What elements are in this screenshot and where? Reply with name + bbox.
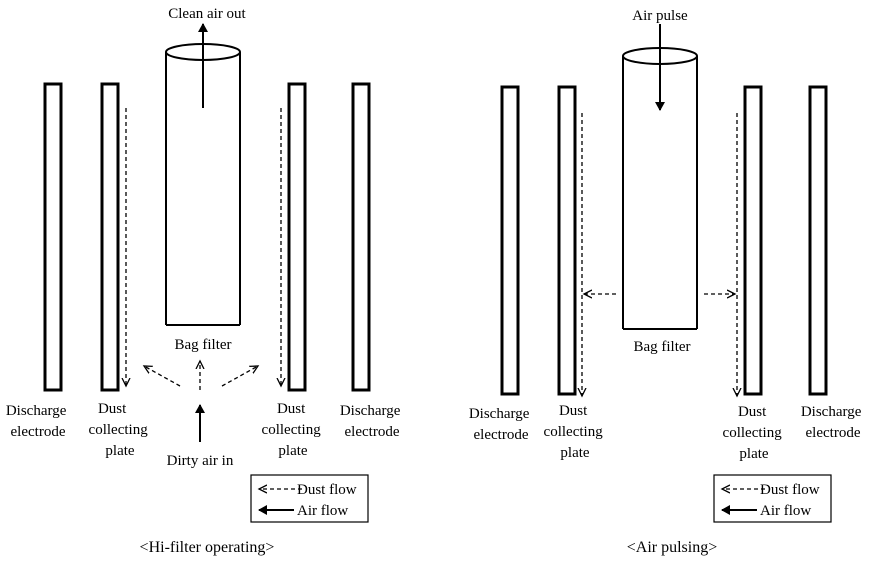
- right-dust-collecting-plate-2: [743, 85, 763, 396]
- left-discharge-electrode-1-label: Discharge electrode: [6, 403, 70, 440]
- left-legend-air-flow: Air flow: [297, 503, 348, 519]
- left-top-label: Clean air out: [168, 6, 246, 22]
- right-discharge-electrode-1: [500, 85, 520, 396]
- left-discharge-electrode-2: [351, 82, 371, 392]
- right-discharge-electrode-2: [808, 85, 828, 396]
- right-legend: Dust flow Air flow: [713, 474, 832, 523]
- left-caption: <Hi-filter operating>: [140, 539, 275, 556]
- right-legend-dust-flow: Dust flow: [760, 482, 820, 498]
- right-bag-filter-label: Bag filter: [633, 339, 690, 355]
- left-discharge-electrode-1: [43, 82, 63, 392]
- left-dirty-air-label: Dirty air in: [167, 453, 234, 469]
- left-panel-hi-filter-operating: Clean air out Bag filter Dirty air in Di…: [6, 6, 404, 556]
- right-top-label: Air pulse: [632, 8, 688, 24]
- left-discharge-electrode-2-label: Discharge electrode: [340, 403, 404, 440]
- right-panel-air-pulsing: Air pulse Bag filter Discharge electrode…: [469, 8, 865, 556]
- left-dust-collecting-plate-1: [100, 82, 120, 392]
- left-bag-filter-label: Bag filter: [174, 337, 231, 353]
- left-spread-arrow-right: [221, 366, 258, 387]
- right-dust-collecting-plate-1: [557, 85, 577, 396]
- right-discharge-electrode-1-label: Discharge electrode: [469, 406, 533, 443]
- left-dust-plate-2-label: Dust collecting plate: [262, 401, 325, 459]
- left-legend-dust-flow: Dust flow: [297, 482, 357, 498]
- left-dust-plate-1-label: Dust collecting plate: [89, 401, 152, 459]
- left-dust-collecting-plate-2: [287, 82, 307, 392]
- right-caption: <Air pulsing>: [627, 539, 718, 556]
- left-legend: Dust flow Air flow: [250, 474, 369, 523]
- right-legend-air-flow: Air flow: [760, 503, 811, 519]
- right-dust-plate-2-label: Dust collecting plate: [723, 404, 786, 462]
- left-spread-arrow-left: [144, 366, 181, 387]
- right-dust-plate-1-label: Dust collecting plate: [544, 403, 607, 461]
- right-discharge-electrode-2-label: Discharge electrode: [801, 404, 865, 441]
- right-bag-filter-cylinder: [622, 47, 698, 330]
